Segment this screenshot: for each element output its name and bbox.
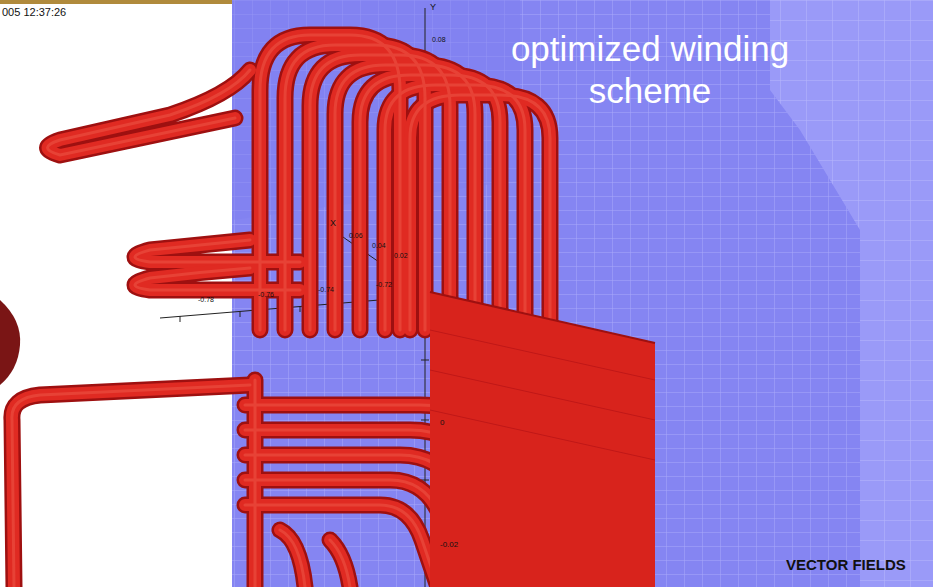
tick-label: 0.08 — [432, 36, 446, 43]
tick-label: 0 — [440, 418, 444, 427]
tick-label: -0.02 — [440, 540, 458, 549]
timestamp: 005 12:37:26 — [2, 6, 66, 18]
axis-name: X — [330, 218, 336, 228]
tick-label: 0.02 — [394, 252, 408, 259]
logo-text: VECTOR FIELDS — [786, 556, 906, 573]
slide-title: optimized winding scheme — [450, 28, 850, 112]
tick-label: -0.76 — [258, 291, 274, 298]
tick-label: 0.06 — [349, 232, 363, 239]
tick-label: -0.78 — [198, 296, 214, 303]
axis-name: Y — [430, 2, 436, 12]
tick-label: -0.74 — [318, 286, 334, 293]
tick-label: 0.04 — [372, 242, 386, 249]
tick-label: -0.72 — [376, 281, 392, 288]
